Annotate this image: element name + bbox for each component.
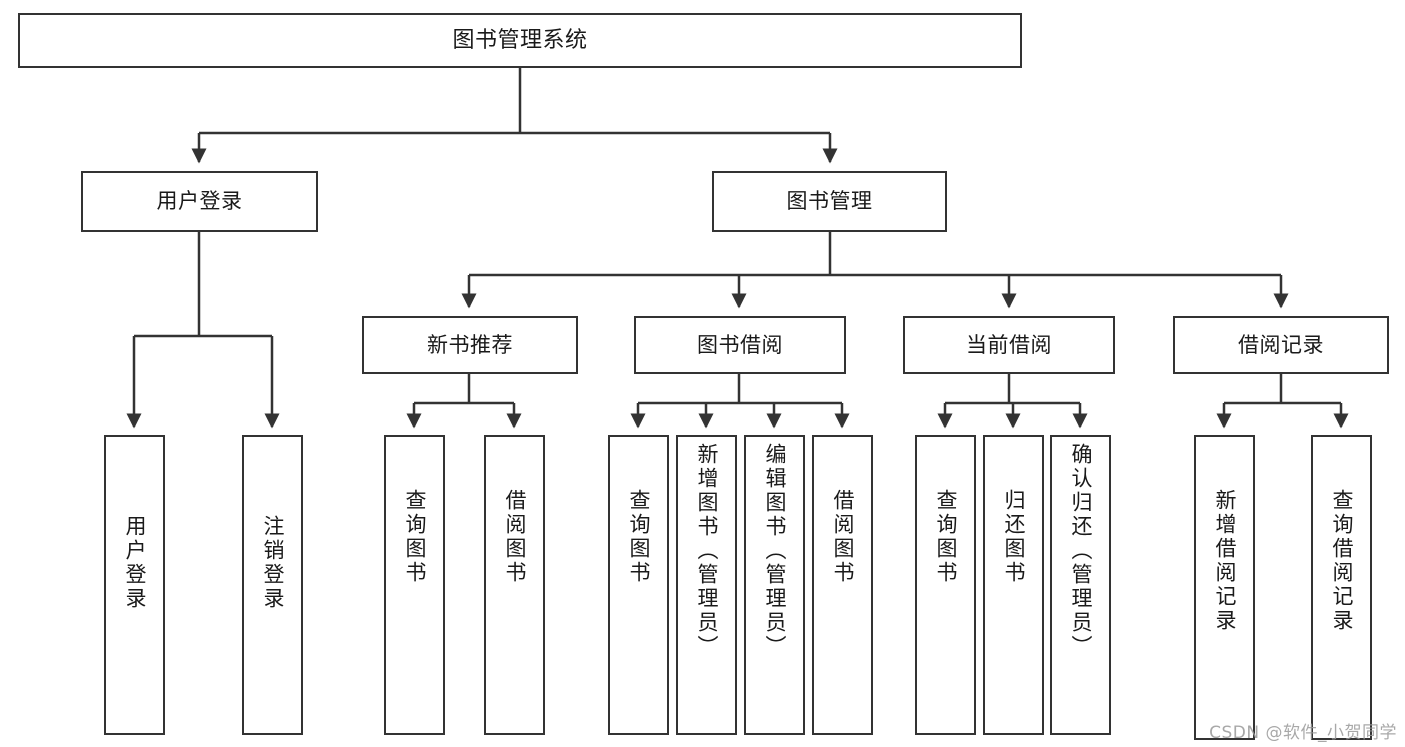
node-label: 注销登录	[261, 515, 285, 611]
node-label: 确认归还（管理员）	[1069, 443, 1093, 659]
leaf-logout[interactable]: 注销登录	[242, 435, 303, 735]
node-label: 新书推荐	[427, 332, 513, 357]
node-label: 用户登录	[123, 515, 147, 611]
node-label: 查询借阅记录	[1330, 489, 1354, 633]
node-label: 查询图书	[627, 489, 651, 585]
node-root-book-management-system[interactable]: 图书管理系统	[18, 13, 1022, 68]
leaf-confirm-return-admin[interactable]: 确认归还（管理员）	[1050, 435, 1111, 735]
node-label: 借阅图书	[831, 489, 855, 585]
node-new-book-recommendation[interactable]: 新书推荐	[362, 316, 578, 374]
node-label: 查询图书	[934, 489, 958, 585]
leaf-search-borrow-record[interactable]: 查询借阅记录	[1311, 435, 1372, 740]
leaf-search-books-current[interactable]: 查询图书	[915, 435, 976, 735]
leaf-borrow-books-newbook[interactable]: 借阅图书	[484, 435, 545, 735]
node-label: 图书借阅	[697, 332, 783, 357]
node-book-borrowing[interactable]: 图书借阅	[634, 316, 846, 374]
node-label: 图书管理系统	[452, 27, 588, 53]
node-label: 归还图书	[1002, 489, 1026, 585]
node-label: 借阅记录	[1238, 332, 1324, 357]
node-label: 新增图书（管理员）	[695, 443, 719, 659]
node-user-login[interactable]: 用户登录	[81, 171, 318, 232]
leaf-add-borrow-record[interactable]: 新增借阅记录	[1194, 435, 1255, 740]
csdn-watermark: CSDN @软件_小贺同学	[1209, 723, 1397, 743]
leaf-add-book-admin[interactable]: 新增图书（管理员）	[676, 435, 737, 735]
leaf-borrow-books[interactable]: 借阅图书	[812, 435, 873, 735]
node-label: 当前借阅	[966, 332, 1052, 357]
node-label: 用户登录	[156, 189, 243, 214]
node-label: 查询图书	[403, 489, 427, 585]
node-label: 新增借阅记录	[1213, 489, 1237, 633]
leaf-search-books-newbook[interactable]: 查询图书	[384, 435, 445, 735]
node-current-borrowing[interactable]: 当前借阅	[903, 316, 1115, 374]
leaf-user-login[interactable]: 用户登录	[104, 435, 165, 735]
node-label: 编辑图书（管理员）	[763, 443, 787, 659]
node-book-management[interactable]: 图书管理	[712, 171, 947, 232]
leaf-search-books-borrow[interactable]: 查询图书	[608, 435, 669, 735]
leaf-edit-book-admin[interactable]: 编辑图书（管理员）	[744, 435, 805, 735]
node-label: 借阅图书	[503, 489, 527, 585]
node-borrowing-records[interactable]: 借阅记录	[1173, 316, 1389, 374]
leaf-return-books[interactable]: 归还图书	[983, 435, 1044, 735]
node-label: 图书管理	[786, 189, 873, 214]
